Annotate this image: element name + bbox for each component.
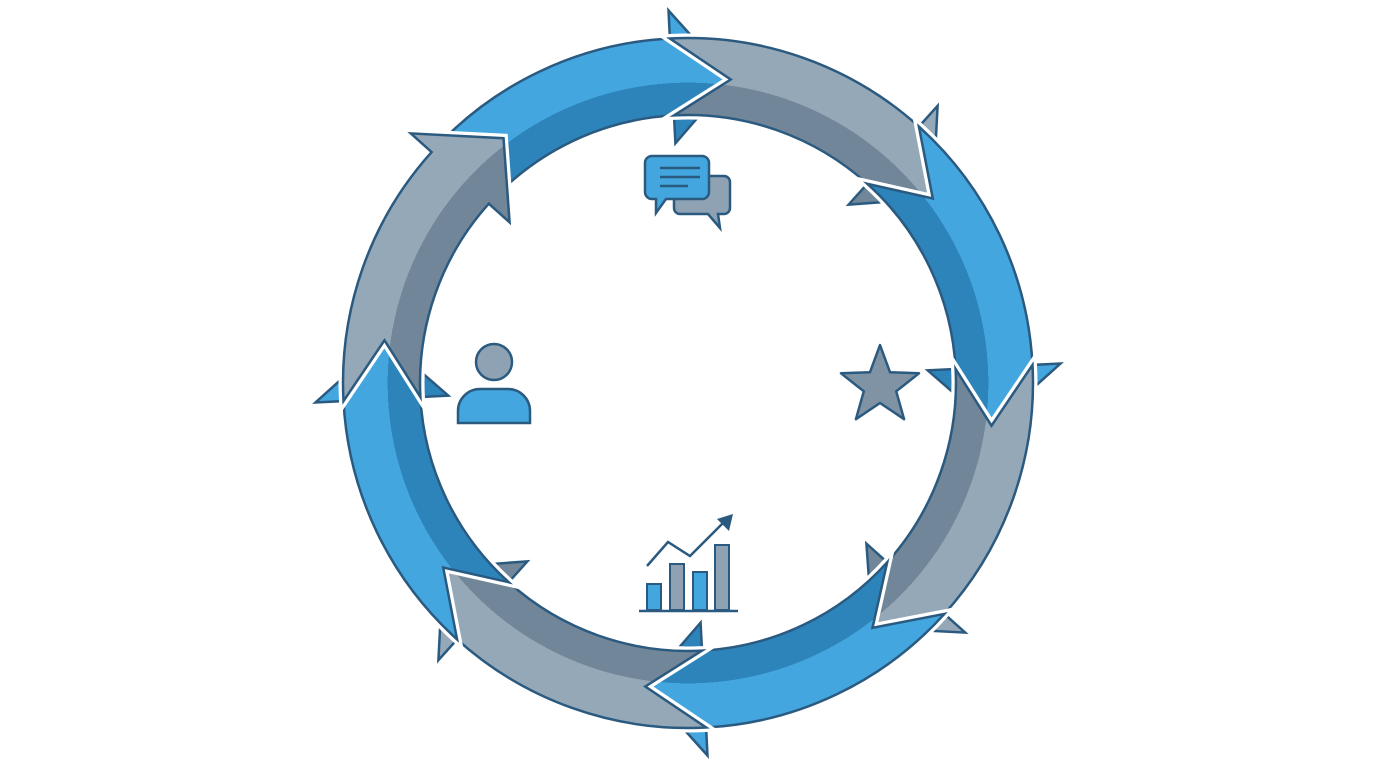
- cycle-arrow-6-gray: [436, 559, 710, 730]
- cycle-icons: [456, 154, 921, 613]
- chat-bubbles-icon: [643, 154, 732, 233]
- user-icon: [456, 342, 532, 425]
- cycle-arrows: [303, 0, 1073, 768]
- cycle-arrow-8-gray: [341, 131, 512, 405]
- bar-chart-growth-icon: [639, 514, 738, 613]
- star-icon: [839, 343, 921, 421]
